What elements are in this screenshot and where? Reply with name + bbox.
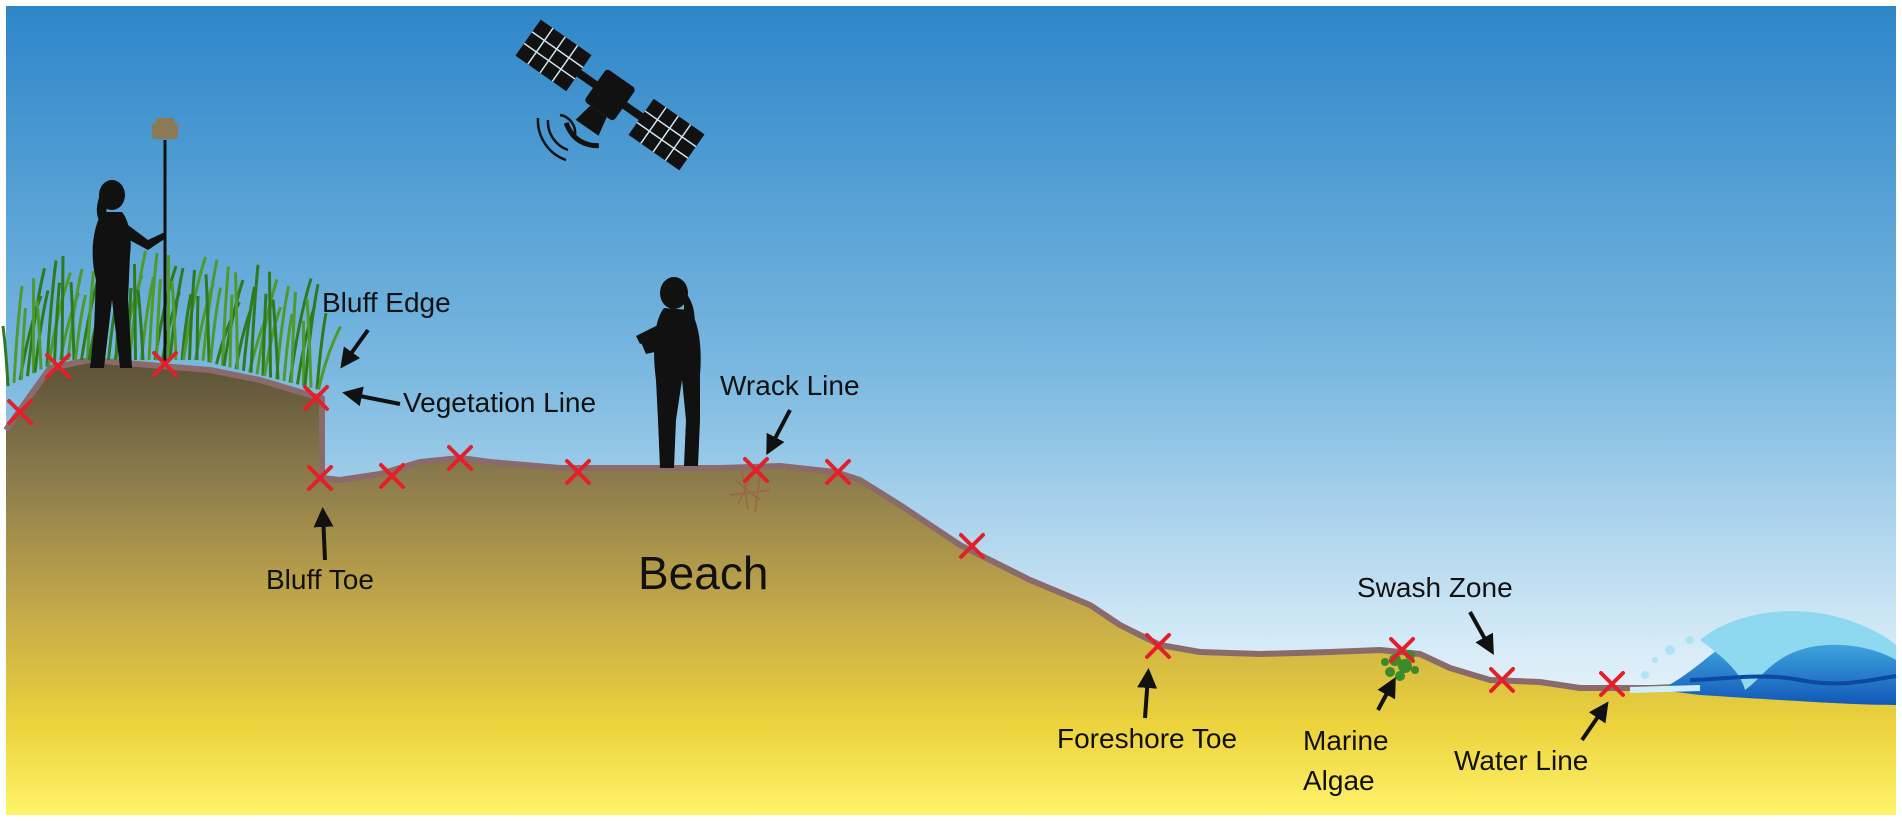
grass-blade: [242, 286, 256, 372]
bluff-edge-arrow: [340, 328, 370, 369]
marine-algae-label-line1: Marine: [1303, 725, 1389, 756]
grass-blade: [228, 294, 234, 368]
grass-blade: [221, 266, 230, 366]
grass-blade: [1, 325, 10, 387]
survey-point-x-icon: [379, 463, 405, 489]
survey-point-x-icon: [45, 353, 71, 379]
satellite-signal: [536, 113, 577, 162]
water-line-label: Water Line: [1454, 745, 1588, 776]
grass-blade: [168, 267, 185, 361]
survey-point-x-icon: [1489, 667, 1515, 693]
bluff-edge-label: Bluff Edge: [322, 287, 451, 318]
survey-point-x-icon: [307, 465, 333, 491]
grass-blade: [315, 312, 328, 390]
wrack-line-label: Wrack Line: [720, 370, 860, 401]
grass-blade: [20, 308, 27, 380]
surveyor-with-gps-pole-icon: [90, 118, 178, 368]
survey-point-x-icon: [303, 385, 329, 411]
grass-blade: [133, 263, 137, 361]
bluff-toe-arrow: [313, 507, 334, 561]
grass-blade: [305, 298, 313, 388]
grass-blade: [66, 268, 84, 361]
swash-zone-label: Swash Zone: [1357, 572, 1513, 603]
grass-blade: [86, 270, 95, 361]
grass-blade: [209, 287, 222, 363]
grass-blade: [128, 250, 147, 361]
label-arrows: [313, 328, 1609, 742]
grass-blade: [147, 252, 159, 361]
grass-blade: [180, 293, 193, 361]
grass-blade: [74, 294, 87, 361]
grass-blade: [33, 290, 50, 373]
wrack-line-arrow: [766, 409, 792, 456]
bluff-toe-label: Bluff Toe: [266, 564, 374, 595]
grass-blade: [204, 274, 211, 363]
grass-blade: [268, 271, 272, 378]
grass-blade: [290, 291, 297, 383]
wave-icon: [1629, 611, 1897, 705]
beach-label: Beach: [638, 547, 768, 599]
survey-point-x-icon: [1145, 633, 1171, 659]
person-with-clipboard-icon: [636, 277, 701, 468]
grass-blade: [188, 269, 196, 361]
grass-blade: [136, 289, 145, 361]
grass-blade: [69, 281, 76, 361]
survey-point-x-icon: [1389, 637, 1415, 663]
foreshore-toe-arrow: [1137, 668, 1158, 719]
grass-blade: [249, 264, 260, 373]
vegetation-line-arrow: [342, 386, 401, 407]
survey-point-x-icon: [447, 445, 473, 471]
foreshore-toe-label: Foreshore Toe: [1057, 723, 1237, 754]
grass-blade: [60, 255, 65, 361]
vegetation-line-label: Vegetation Line: [403, 387, 596, 418]
survey-point-markers: [7, 351, 1625, 697]
grass-blade: [26, 267, 46, 377]
water-line-arrow: [1580, 701, 1609, 742]
grass-blade: [282, 313, 294, 382]
beach-ground: [6, 360, 1896, 815]
grass-blade: [35, 300, 43, 370]
grass-blade: [303, 283, 320, 387]
marine-algae-label-line2: Algae: [1303, 765, 1375, 796]
grass-blade: [234, 272, 239, 370]
grass-blade: [201, 259, 219, 361]
grass-blade: [263, 306, 282, 377]
grass-blade: [261, 293, 268, 376]
survey-point-x-icon: [743, 457, 769, 483]
survey-point-x-icon: [959, 533, 985, 559]
survey-point-x-icon: [565, 459, 591, 485]
satellite-icon: [515, 19, 705, 171]
wrack-debris: [729, 469, 771, 513]
swash-zone-arrow: [1468, 611, 1494, 655]
grass-blade: [271, 299, 280, 380]
survey-point-x-icon: [825, 459, 851, 485]
grass-blade: [53, 282, 61, 363]
survey-point-x-icon: [7, 399, 33, 425]
survey-point-x-icon: [152, 351, 178, 377]
grass-blade: [317, 325, 342, 390]
marine-algae-arrow: [1376, 676, 1396, 711]
grass-blade: [195, 295, 200, 361]
grass-blade: [155, 278, 162, 361]
grass-blade: [12, 285, 24, 384]
survey-point-x-icon: [1599, 671, 1625, 697]
